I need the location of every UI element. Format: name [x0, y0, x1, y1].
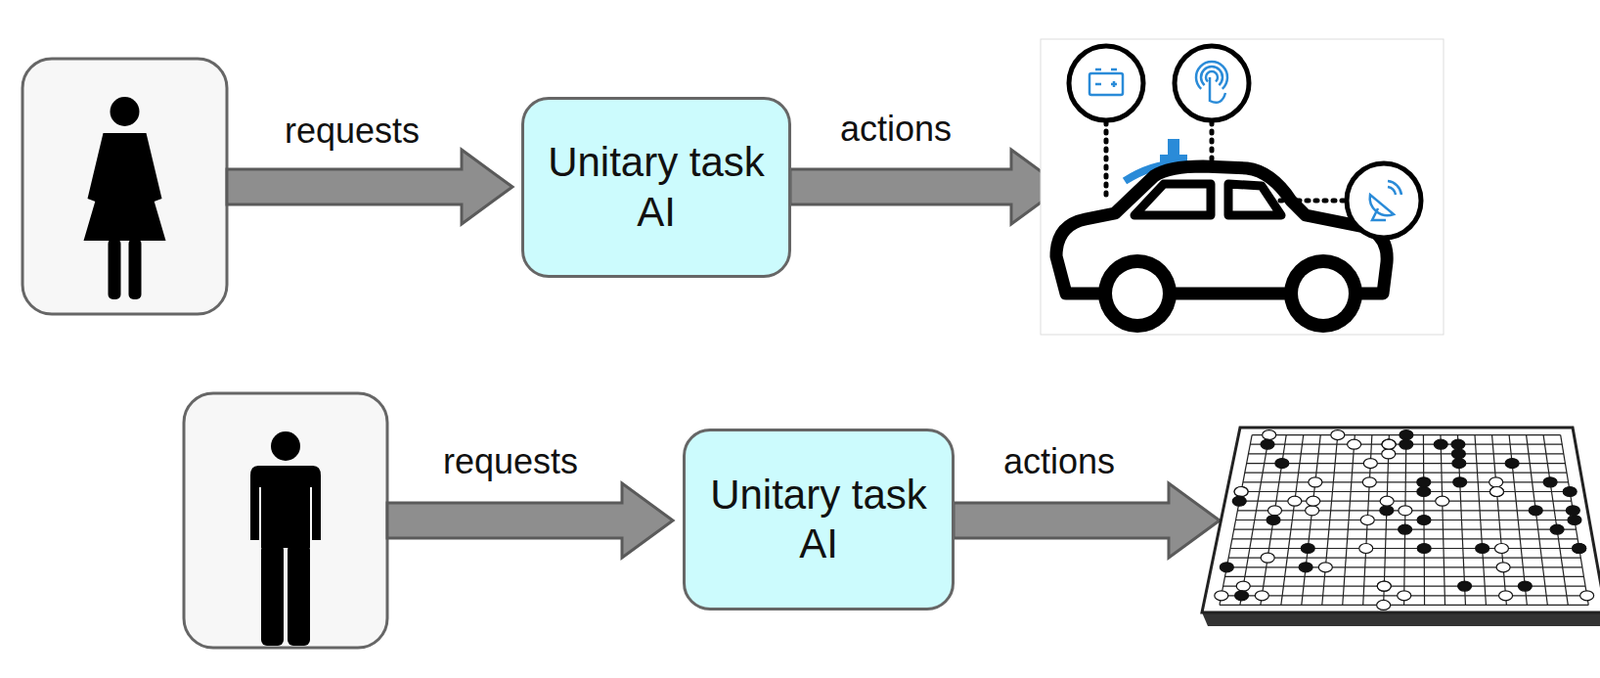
go-board	[1201, 427, 1600, 626]
woman-icon	[84, 96, 167, 300]
arrow-label: requests	[284, 110, 420, 152]
block-arrow	[387, 483, 673, 558]
arrow-label: requests	[443, 441, 578, 483]
man-icon	[250, 431, 321, 646]
box-label: Unitary task AI	[685, 460, 952, 579]
self-driving-car	[1040, 39, 1444, 335]
person-box	[22, 58, 227, 314]
ai-process-box: Unitary task AI	[682, 428, 955, 611]
block-arrow	[790, 149, 1063, 224]
block-arrow	[953, 483, 1220, 558]
arrow-label: actions	[1003, 441, 1115, 483]
block-arrow	[226, 149, 513, 224]
arrow-label: actions	[840, 108, 952, 150]
box-label: Unitary task AI	[524, 128, 789, 247]
ai-process-box: Unitary task AI	[521, 96, 792, 278]
person-box	[183, 393, 388, 648]
